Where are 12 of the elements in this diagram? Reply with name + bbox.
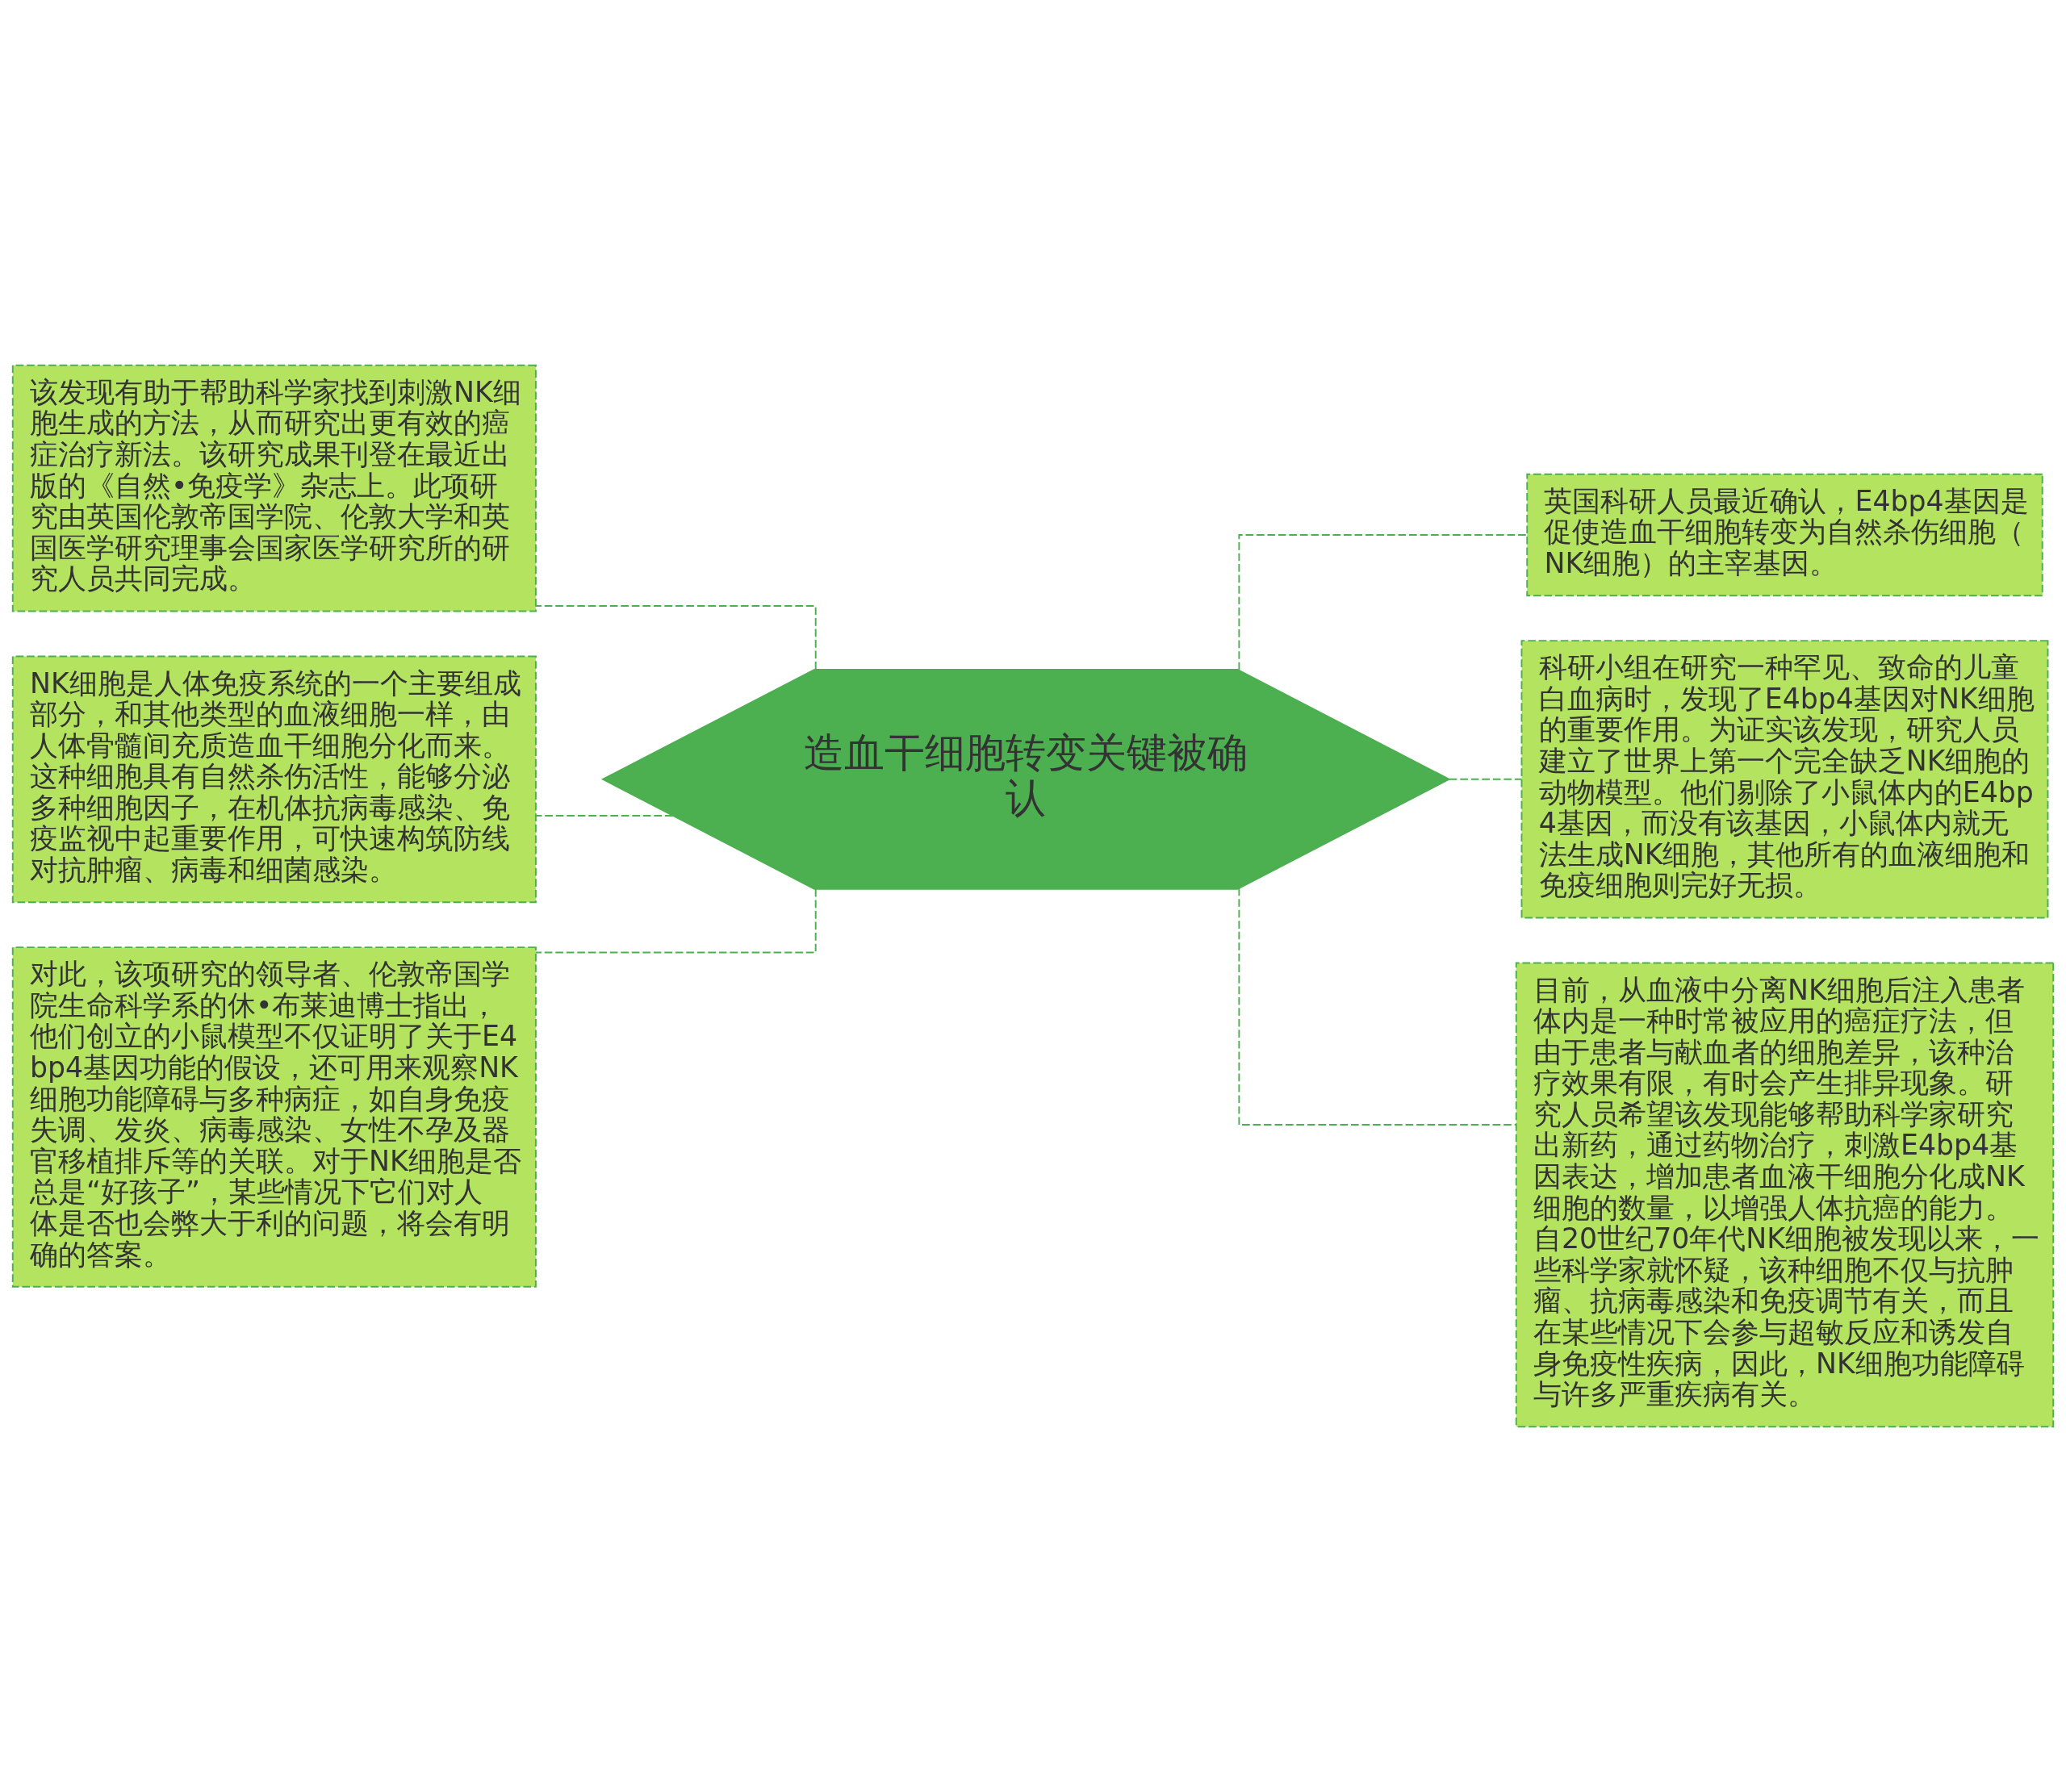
connector [535,815,674,817]
connector [535,605,817,670]
node-box: 对此，该项研究的领导者、伦敦帝国学院生命科学系的休•布莱迪博士指出，他们创立的小鼠模型不仅证明了关于E4bp4基因功能的假设，还可用来观察NK细胞功能障碍与多种病症，如自身免疫失调、发炎、病毒感染、女性不孕及器官移植排斥等的关联。对于NK细胞是否总是“好孩子”，某些情况下它们对人体是否也会弊大于利的问题，将会有明确的答案。 [11,946,537,1288]
node-box: 目前，从血液中分离NK细胞后注入患者体内是一种时常被应用的癌症疗法，但由于患者与献血者的细胞差异，该种治疗效果有限，有时会产生排异现象。研究人员希望该发现能够帮助科学家研究出新药，通过药物治疗，刺激E4bp4基因表达，增加患者血液干细胞分化成NK细胞的数量，以增强人体抗癌的能力。自20世纪70年代NK细胞被发现以来，一些科学家就怀疑，该种细胞不仅与抗肿瘤、抗病毒感染和免疫调节有关，而且在某些情况下会参与超敏反应和诱发自身免疫性疾病，因此，NK细胞功能障碍与许多严重疾病有关。 [1515,962,2055,1428]
connector [535,888,817,954]
connector [1238,887,1517,1126]
connector [1238,534,1528,671]
connector [1448,778,1523,780]
node-box: 该发现有助于帮助科学家找到刺激NK细胞生成的方法，从而研究出更有效的癌症治疗新法。该研究成果刊登在最近出版的《自然•免疫学》杂志上。此项研究由英国伦敦帝国学院、伦敦大学和英国医学研究理事会国家医学研究所的研究人员共同完成。 [11,364,537,612]
node-box: 英国科研人员最近确认，E4bp4基因是促使造血干细胞转变为自然杀伤细胞（NK细胞）的主宰基因。 [1526,473,2043,597]
node-box: NK细胞是人体免疫系统的一个主要组成部分，和其他类型的血液细胞一样，由人体骨髓间充质造血干细胞分化而来。这种细胞具有自然杀伤活性，能够分泌多种细胞因子，在机体抗病毒感染、免疫监视中起重要作用，可快速构筑防线对抗肿瘤、病毒和细菌感染。 [11,655,537,904]
node-box: 科研小组在研究一种罕见、致命的儿童白血病时，发现了E4bp4基因对NK细胞的重要作用。为证实该发现，研究人员建立了世界上第一个完全缺乏NK细胞的动物模型。他们剔除了小鼠体内的E4bp4基因，而没有该基因，小鼠体内就无法生成NK细胞，其他所有的血液细胞和免疫细胞则完好无损。 [1520,640,2049,919]
